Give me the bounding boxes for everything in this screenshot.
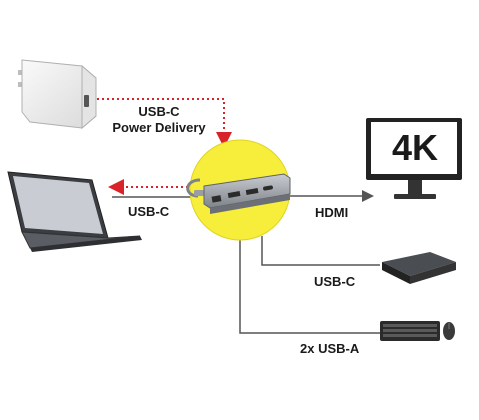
mouse-icon	[443, 322, 455, 340]
power-delivery-label-line1: USB-C	[138, 104, 180, 119]
keyboard-icon	[380, 321, 440, 341]
usb-c-hub-icon	[186, 173, 291, 214]
power-delivery-arrow	[97, 98, 232, 148]
usb-a-label: 2x USB-A	[300, 341, 360, 356]
monitor-icon	[366, 118, 462, 199]
hdmi-label: HDMI	[315, 205, 349, 220]
monitor-resolution-text: 4K	[391, 127, 439, 168]
power-delivery-label-line2: Power Delivery	[112, 120, 206, 135]
usb-c-device-label: USB-C	[314, 274, 356, 289]
usb-a-device-line	[239, 236, 380, 334]
usb-c-device-line	[261, 236, 380, 266]
power-delivery-label: USB-C Power Delivery	[103, 104, 215, 136]
power-adapter-icon	[18, 59, 97, 130]
laptop-icon	[7, 171, 142, 252]
usb-c-host-label: USB-C	[128, 204, 170, 219]
external-drive-icon	[382, 252, 456, 284]
